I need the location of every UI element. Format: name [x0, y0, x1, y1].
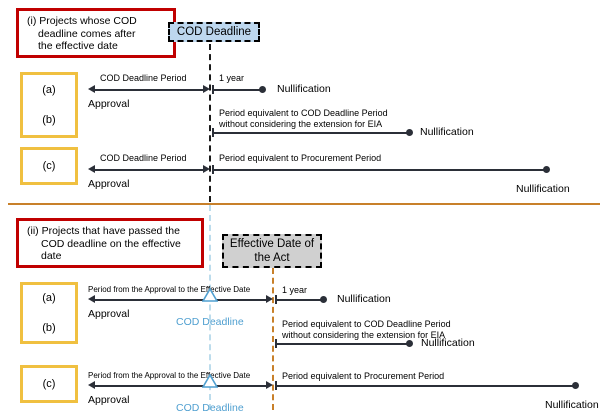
case-label-b2: (b)	[42, 322, 56, 334]
bar-row-b	[213, 132, 411, 134]
dot-nullification-c	[543, 166, 550, 173]
dot-nullification-b	[406, 129, 413, 136]
arrow-right-cod-deadline-c	[203, 165, 210, 173]
section-i-title-box: (i) Projects whose COD deadline comes af…	[16, 8, 176, 58]
arrow-right-effective-a2	[266, 295, 273, 303]
label-approval-to-effective-a2: Period from the Approval to the Effectiv…	[88, 285, 251, 294]
arrow-left-approval-c2	[88, 381, 95, 389]
bar-approval-to-effective-a2	[94, 299, 269, 301]
section-ii-title-box: (ii) Projects that have passed the COD d…	[16, 218, 204, 268]
label-cod-deadline-marker-c2: COD Deadline	[176, 402, 244, 414]
case-box-c-section-i: (c)	[20, 147, 78, 185]
label-approval-to-effective-c2: Period from the Approval to the Effectiv…	[88, 371, 251, 380]
cod-deadline-marker-c2	[202, 374, 218, 388]
case-label-c: (c)	[42, 160, 56, 172]
section-i-title-line-3: the effective date	[38, 40, 118, 52]
bar-procurement-c	[213, 169, 547, 171]
section-divider	[8, 203, 600, 205]
dot-nullification-a	[259, 86, 266, 93]
section-ii-title-line-3: date	[41, 250, 62, 262]
label-one-year-a: 1 year	[219, 73, 245, 83]
cod-deadline-callout: COD Deadline	[168, 22, 260, 42]
bar-cod-deadline-period-c	[94, 169, 206, 171]
section-ii-title-line-1: (ii) Projects that have passed the	[27, 225, 180, 237]
arrow-left-approval-c	[88, 165, 95, 173]
section-i-title-line-2: deadline comes after	[38, 27, 136, 40]
effective-date-guide-line	[272, 268, 274, 410]
case-label-a: (a)	[42, 84, 56, 96]
label-cod-deadline-marker-a2: COD Deadline	[176, 316, 244, 328]
cod-deadline-guide-line-section-ii	[209, 205, 211, 410]
case-box-ab-section-ii: (a) (b)	[20, 282, 78, 344]
bar-cod-deadline-period-a	[94, 89, 206, 91]
case-box-c-section-ii: (c)	[20, 365, 78, 403]
arrow-right-cod-deadline-a	[203, 85, 210, 93]
bar-approval-to-effective-c2	[94, 385, 269, 387]
label-approval-a2: Approval	[88, 308, 130, 320]
label-approval-c: Approval	[88, 178, 130, 190]
label-row-b2-line-1: Period equivalent to COD Deadline Period	[282, 319, 451, 329]
effective-date-callout-line-2: the Act	[254, 252, 290, 264]
label-approval-c2: Approval	[88, 394, 130, 406]
case-label-b: (b)	[42, 114, 56, 126]
label-nullification-c2: Nullification	[545, 399, 599, 411]
bar-one-year-a	[213, 89, 263, 91]
dot-nullification-a2	[320, 296, 327, 303]
dot-nullification-c2	[572, 382, 579, 389]
label-row-b-line-2: without considering the extension for EI…	[219, 119, 383, 129]
case-label-c2: (c)	[42, 378, 56, 390]
label-row-b2-line-2: without considering the extension for EI…	[282, 330, 446, 340]
label-row-b-line-1: Period equivalent to COD Deadline Period	[219, 108, 388, 118]
label-nullification-a: Nullification	[277, 83, 331, 95]
effective-date-callout: Effective Date of the Act	[222, 234, 322, 268]
cod-deadline-callout-label: COD Deadline	[176, 26, 252, 38]
case-box-ab-section-i: (a) (b)	[20, 72, 78, 138]
label-nullification-b2: Nullification	[421, 337, 475, 349]
bar-row-b2	[276, 343, 411, 345]
section-ii-title-line-2: COD deadline on the effective	[41, 237, 181, 250]
label-cod-deadline-period-a: COD Deadline Period	[100, 73, 187, 83]
label-procurement-period-c2: Period equivalent to Procurement Period	[282, 371, 445, 381]
effective-date-callout-line-1: Effective Date of	[229, 238, 315, 250]
dot-nullification-b2	[406, 340, 413, 347]
label-procurement-period-c: Period equivalent to Procurement Period	[219, 153, 382, 163]
label-one-year-a2: 1 year	[282, 285, 308, 295]
cod-deadline-marker-a2	[202, 288, 218, 302]
bar-one-year-a2	[276, 299, 324, 301]
section-i-title-line-1: (i) Projects whose COD	[27, 15, 137, 27]
cod-deadline-guide-line	[209, 44, 211, 202]
arrow-right-effective-c2	[266, 381, 273, 389]
case-label-a2: (a)	[42, 292, 56, 304]
arrow-left-approval-a2	[88, 295, 95, 303]
label-approval-a: Approval	[88, 98, 130, 110]
label-cod-deadline-period-c: COD Deadline Period	[100, 153, 187, 163]
label-nullification-b: Nullification	[420, 126, 474, 138]
bar-procurement-c2	[276, 385, 576, 387]
label-nullification-c: Nullification	[516, 183, 570, 195]
label-nullification-a2: Nullification	[337, 293, 391, 305]
arrow-left-approval-a	[88, 85, 95, 93]
